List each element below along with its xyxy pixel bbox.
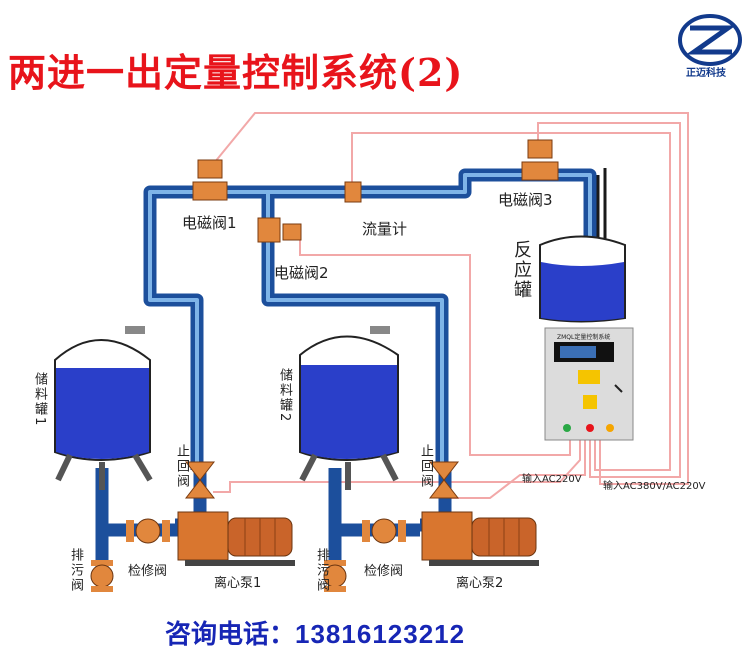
storage-tank-1 bbox=[54, 326, 153, 490]
label-reactor: 反应罐 bbox=[511, 240, 532, 300]
label-pump1: 离心泵1 bbox=[214, 576, 262, 591]
label-valve1: 电磁阀1 bbox=[182, 214, 237, 232]
drain-valve-1 bbox=[90, 560, 114, 592]
control-cabinet bbox=[544, 327, 634, 441]
label-check2: 止回阀 bbox=[418, 444, 433, 489]
maintenance-valve-1 bbox=[126, 518, 170, 544]
flowmeter bbox=[344, 181, 362, 203]
check-valve-2 bbox=[428, 461, 460, 499]
contact-label: 咨询电话： bbox=[165, 620, 296, 650]
reactor-tank bbox=[539, 235, 626, 323]
storage-tank-2 bbox=[299, 326, 399, 490]
label-valve3: 电磁阀3 bbox=[498, 191, 553, 209]
signal-wires bbox=[209, 112, 689, 499]
label-maint1: 检修阀 bbox=[128, 564, 168, 579]
check-valve-1 bbox=[184, 461, 216, 499]
label-valve2: 电磁阀2 bbox=[274, 264, 329, 282]
drain-valve-2 bbox=[323, 560, 347, 592]
label-input1: 输入AC220V bbox=[522, 474, 582, 485]
contact-phone: 13816123212 bbox=[295, 619, 466, 649]
cabinet-header: ZMQL定量控制系统 bbox=[557, 334, 611, 341]
label-drain1: 排污阀 bbox=[68, 548, 83, 593]
label-flowmeter: 流量计 bbox=[362, 220, 408, 238]
logo-text: 正迈科技 bbox=[686, 68, 726, 79]
label-tank2: 储料罐2 bbox=[277, 368, 292, 424]
label-check1: 止回阀 bbox=[174, 444, 189, 489]
label-maint2: 检修阀 bbox=[364, 564, 404, 579]
maintenance-valve-2 bbox=[362, 518, 406, 544]
label-tank1: 储料罐1 bbox=[32, 372, 47, 428]
solenoid-valve-1 bbox=[192, 159, 228, 201]
zm-logo-icon bbox=[678, 14, 742, 66]
centrifugal-pump-1 bbox=[177, 511, 295, 566]
solenoid-valve-2 bbox=[257, 217, 302, 243]
centrifugal-pump-2 bbox=[421, 511, 539, 566]
solenoid-valve-3 bbox=[521, 139, 559, 181]
label-input2: 输入AC380V/AC220V bbox=[603, 481, 706, 492]
label-drain2: 排污阀 bbox=[314, 548, 329, 593]
page-title: 两进一出定量控制系统(2) bbox=[8, 50, 464, 95]
label-pump2: 离心泵2 bbox=[456, 576, 504, 591]
contact-footer: 咨询电话：13816123212 bbox=[165, 614, 465, 651]
